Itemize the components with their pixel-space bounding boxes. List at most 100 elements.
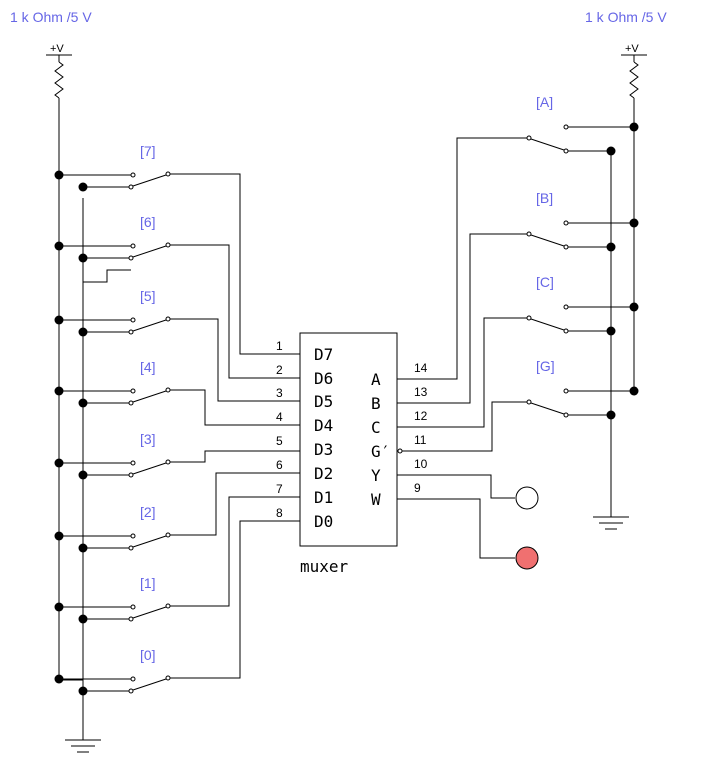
select-switch-label: [A] <box>536 94 553 110</box>
switch-contact <box>128 616 134 622</box>
switch-to-chip-wire <box>170 496 300 607</box>
switch-contact <box>130 317 136 323</box>
right-supply-label: 1 k Ohm /5 V <box>585 9 667 25</box>
pullup-resistor <box>629 61 639 99</box>
chip-pin-name: D0 <box>314 512 333 531</box>
chip-pin-number: 7 <box>276 482 283 496</box>
switch-contact <box>563 304 569 310</box>
switch-contact <box>165 387 171 393</box>
junction-dot <box>54 458 64 468</box>
junction-dot <box>78 182 88 192</box>
w-output-lamp <box>515 546 539 570</box>
chip-pin-name: D5 <box>314 392 333 411</box>
pullup-resistor <box>54 61 64 99</box>
y-output-lamp <box>515 486 539 510</box>
data-switch-label: [3] <box>140 431 156 447</box>
data-switch-label: [1] <box>140 575 156 591</box>
switch-contact <box>526 135 532 141</box>
switch-to-chip-wire <box>170 318 300 402</box>
switch-contact <box>526 231 532 237</box>
mux-chip-body <box>299 332 398 547</box>
select-to-chip-wire <box>440 137 527 380</box>
chip-pin-name: D7 <box>314 345 333 364</box>
switch-blade <box>132 390 167 403</box>
switch-contact <box>128 472 134 478</box>
switch-contact <box>130 604 136 610</box>
chip-pin-name: D2 <box>314 464 333 483</box>
chip-pin-name: C <box>371 418 381 437</box>
chip-pin-number: 9 <box>414 481 421 495</box>
switch-contact <box>128 545 134 551</box>
switch-contact <box>397 448 403 454</box>
switch-contact <box>563 148 569 154</box>
switch-contact <box>563 220 569 226</box>
chip-pin-number: 11 <box>414 433 427 447</box>
junction-dot <box>54 170 64 180</box>
chip-pin-name: D3 <box>314 440 333 459</box>
vcc-label: +V <box>50 43 64 55</box>
switch-blade <box>132 319 167 332</box>
junction-dot <box>78 470 88 480</box>
chip-name: muxer <box>300 557 349 576</box>
chip-pin-name: B <box>371 394 381 413</box>
left-supply-label: 1 k Ohm /5 V <box>10 9 92 25</box>
switch-to-chip-wire <box>170 450 300 463</box>
select-to-chip-wire <box>440 233 527 404</box>
switch-contact <box>128 400 134 406</box>
switch-blade <box>132 174 167 187</box>
switch-blade <box>530 138 565 151</box>
junction-dot <box>629 122 639 132</box>
switch-blade <box>132 245 167 258</box>
switch-contact <box>130 460 136 466</box>
switch-contact <box>130 388 136 394</box>
chip-pin-number: 2 <box>276 363 283 377</box>
switch-blade <box>132 535 167 548</box>
chip-pin-number: 12 <box>414 409 428 423</box>
select-to-chip-wire <box>440 317 527 428</box>
switch-contact <box>165 675 171 681</box>
data-switch-label: [7] <box>140 143 156 159</box>
left-supply-bus <box>58 98 84 740</box>
junction-dot <box>54 531 64 541</box>
chip-pin-name: D1 <box>314 488 333 507</box>
chip-pin-number: 14 <box>414 361 428 375</box>
junction-dot <box>78 253 88 263</box>
data-switch-label: [0] <box>140 647 156 663</box>
switch-contact <box>526 315 532 321</box>
chip-pin-name: D6 <box>314 369 333 388</box>
switch-contact <box>165 603 171 609</box>
chip-pin-number: 5 <box>276 434 283 448</box>
junction-dot <box>606 326 616 336</box>
switch-to-chip-wire <box>170 472 300 536</box>
data-switch-label: [5] <box>140 288 156 304</box>
junction-dot <box>54 315 64 325</box>
switch-blade <box>530 318 565 331</box>
switch-contact <box>128 329 134 335</box>
vcc-label: +V <box>625 43 639 55</box>
junction-dot <box>54 241 64 251</box>
select-switch-label: [G] <box>536 358 555 374</box>
junction-dot <box>606 410 616 420</box>
switch-to-chip-wire <box>170 520 300 679</box>
switch-contact <box>563 244 569 250</box>
switch-blade <box>132 678 167 691</box>
chip-pin-name: D4 <box>314 416 333 435</box>
switch-contact <box>563 328 569 334</box>
switch-contact <box>563 388 569 394</box>
switch-contact <box>165 171 171 177</box>
chip-pin-number: 1 <box>276 339 283 353</box>
junction-dot <box>54 602 64 612</box>
data-switch-label: [4] <box>140 359 156 375</box>
switch-contact <box>563 124 569 130</box>
switch-blade <box>530 234 565 247</box>
chip-pin-number: 10 <box>414 457 428 471</box>
switch-contact <box>165 532 171 538</box>
chip-pin-number: 3 <box>276 386 283 400</box>
switch-contact <box>128 688 134 694</box>
chip-pin-number: 13 <box>414 385 428 399</box>
junction-dot <box>54 674 64 684</box>
switch-to-chip-wire <box>170 389 300 426</box>
switch-contact <box>130 533 136 539</box>
junction-dot <box>629 386 639 396</box>
